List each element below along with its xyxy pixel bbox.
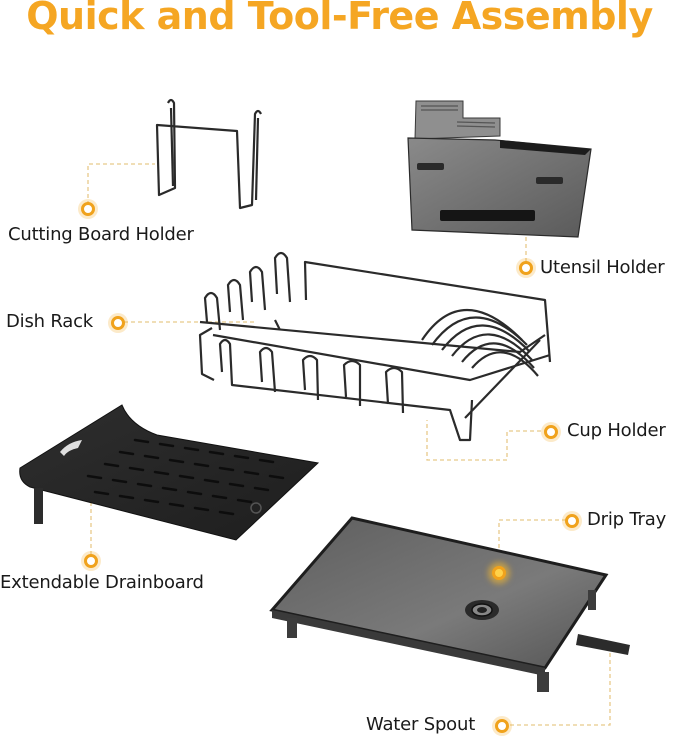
marker-drip-tray-label [565,514,579,528]
marker-utensil-holder [519,261,533,275]
utensil-holder-illustration [407,100,592,238]
extendable-drainboard-illustration [19,404,320,541]
label-utensil-holder: Utensil Holder [540,257,665,278]
drain-slots [86,438,285,516]
page-title: Quick and Tool-Free Assembly [26,0,653,38]
drip-tray-illustration [269,516,630,692]
cutting-board-holder-illustration [155,98,262,210]
label-extendable-drainboard: Extendable Drainboard [0,572,204,593]
label-dish-rack: Dish Rack [6,311,94,332]
dish-rack-illustration [198,251,552,442]
marker-cup-holder [544,425,558,439]
marker-dish-rack [111,316,125,330]
label-drip-tray: Drip Tray [587,509,667,530]
label-cup-holder: Cup Holder [567,420,666,441]
label-cutting-board-holder: Cutting Board Holder [8,224,194,245]
marker-cutting-board-holder [81,202,95,216]
marker-water-spout [495,719,509,733]
marker-drip-tray-surface [492,566,506,580]
label-water-spout: Water Spout [366,714,476,735]
connector-lines [87,163,611,726]
marker-extendable-drainboard [84,554,98,568]
